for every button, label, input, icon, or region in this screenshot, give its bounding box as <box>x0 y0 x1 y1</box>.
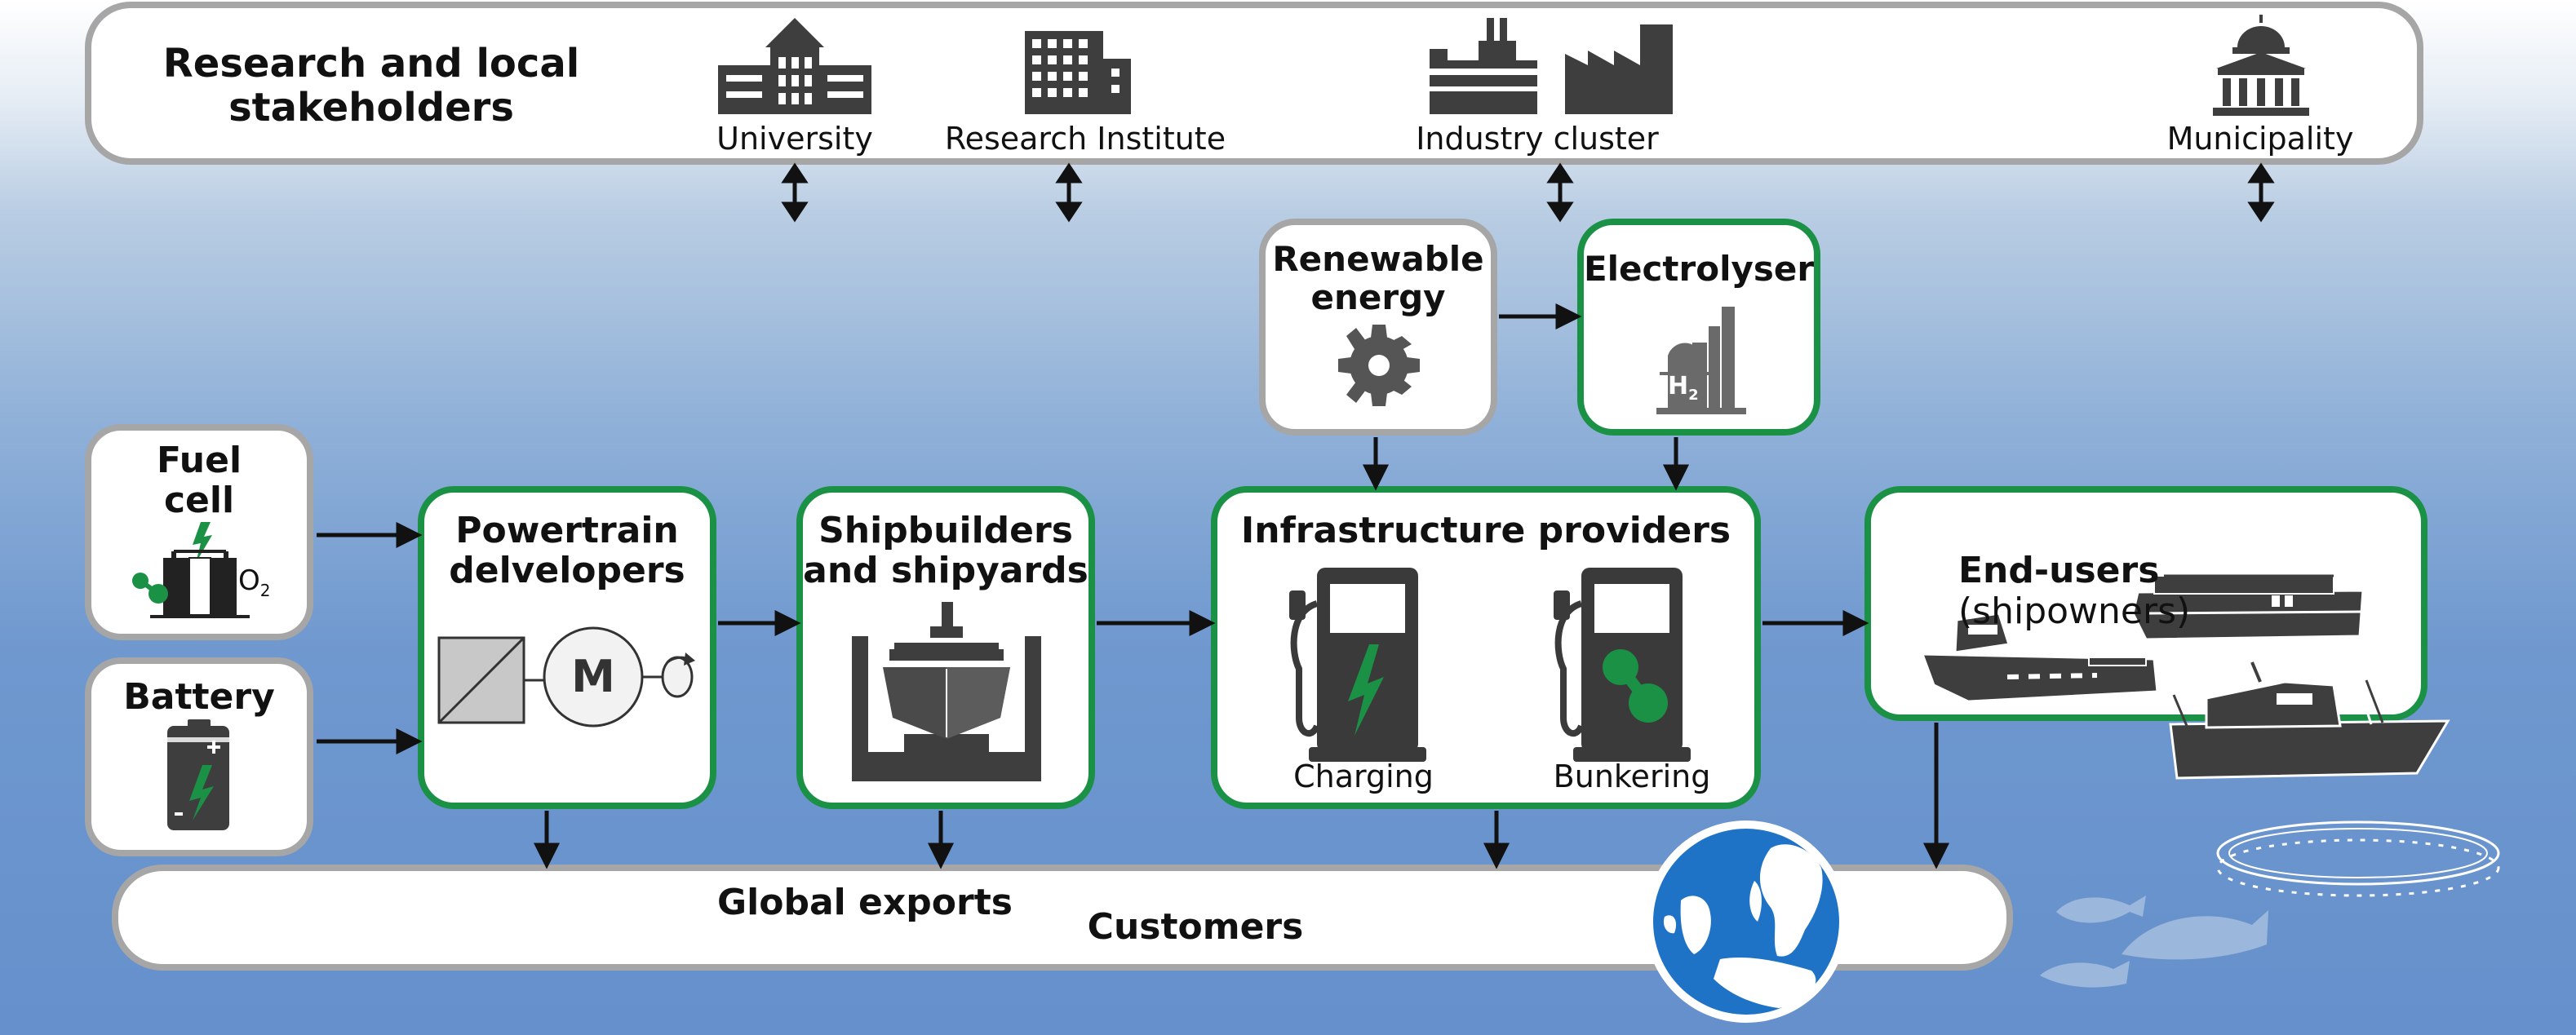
industry-cluster-label: Industry cluster <box>1416 121 1659 157</box>
fuel-cell-icon <box>132 522 250 618</box>
battery-icon <box>167 719 229 830</box>
flow-arrows <box>317 303 1950 869</box>
workboat-icon <box>1920 612 2159 703</box>
industry-link-arrow <box>1546 162 1574 223</box>
fish-icon <box>2040 896 2268 988</box>
university-link-arrow <box>781 162 809 223</box>
o2-subscript: 2 <box>259 580 271 600</box>
arrow-powertrain-to-shipbuilders <box>718 609 801 637</box>
bunkering-pump-icon <box>1554 568 1691 762</box>
shipyard-icon <box>852 602 1041 781</box>
powertrain-icon <box>437 626 695 728</box>
bunkering-label: Bunkering <box>1553 759 1711 794</box>
arrow-shipbuilders-to-infrastructure <box>1097 609 1216 637</box>
stakeholders-box <box>85 2 2423 165</box>
o2-text: O <box>238 564 260 597</box>
infrastructure-title: Infrastructure providers <box>1240 510 1731 551</box>
municipality-icon <box>2213 15 2309 116</box>
arrow-shipbuilders-to-exports <box>927 811 955 869</box>
industry-cluster-icon <box>1430 18 1673 114</box>
h2-label: H2 <box>1668 372 1717 404</box>
global-exports-label: Global exports <box>717 882 1013 923</box>
stakeholders-title: Research and local stakeholders <box>162 41 580 130</box>
arrow-powertrain-to-exports <box>533 811 561 869</box>
stakeholder-link-arrows <box>781 162 2275 223</box>
arrow-fuelcell-to-powertrain <box>317 521 423 549</box>
arrow-infrastructure-to-endusers <box>1762 609 1869 637</box>
electrolyser-box <box>1577 219 1820 436</box>
arrow-infrastructure-to-exports <box>1483 811 1510 869</box>
research-institute-label: Research Institute <box>944 121 1226 157</box>
h2-subscript: 2 <box>1688 387 1699 404</box>
renewable-energy-icon <box>1338 325 1420 406</box>
end-users-title: End-users (shipowners) <box>1958 511 2383 631</box>
fishing-vessel-icon <box>2169 661 2450 780</box>
arrow-renewable-to-infrastructure <box>1362 437 1390 491</box>
arrow-electrolyser-to-infrastructure <box>1662 437 1690 491</box>
electrolyser-icon <box>1656 307 1746 414</box>
research-institute-link-arrow <box>1055 162 1083 223</box>
end-users-label: End-users <box>1958 550 2160 592</box>
electrolyser-title: Electrolyser <box>1583 249 1815 289</box>
university-label: University <box>716 121 873 157</box>
o2-label: O2 <box>238 564 279 600</box>
end-users-subtitle: (shipowners) <box>1958 590 2191 632</box>
motor-label: M <box>571 651 615 702</box>
municipality-link-arrow <box>2247 162 2275 223</box>
renewable-energy-title: Renewable energy <box>1272 239 1484 318</box>
shipbuilders-title: Shipbuilders and shipyards <box>803 510 1088 592</box>
arrow-renewable-to-electrolyser <box>1499 303 1582 330</box>
fish-farm-icon <box>2216 820 2500 897</box>
municipality-label: Municipality <box>2166 121 2354 157</box>
globe-icon <box>1645 820 1847 1023</box>
h2-text: H <box>1668 372 1689 400</box>
yacht-icon <box>2131 574 2365 641</box>
customers-label: Customers <box>1087 906 1304 948</box>
powertrain-title: Powertrain delvelopers <box>449 510 685 592</box>
arrow-endusers-to-exports <box>1922 723 1950 869</box>
battery-title: Battery <box>123 676 275 718</box>
research-institute-icon <box>1025 31 1131 114</box>
fuel-cell-title: Fuel cell <box>156 440 242 522</box>
university-icon <box>718 18 871 114</box>
charging-pump-icon <box>1289 568 1426 762</box>
charging-label: Charging <box>1293 759 1434 794</box>
arrow-battery-to-powertrain <box>317 728 423 755</box>
